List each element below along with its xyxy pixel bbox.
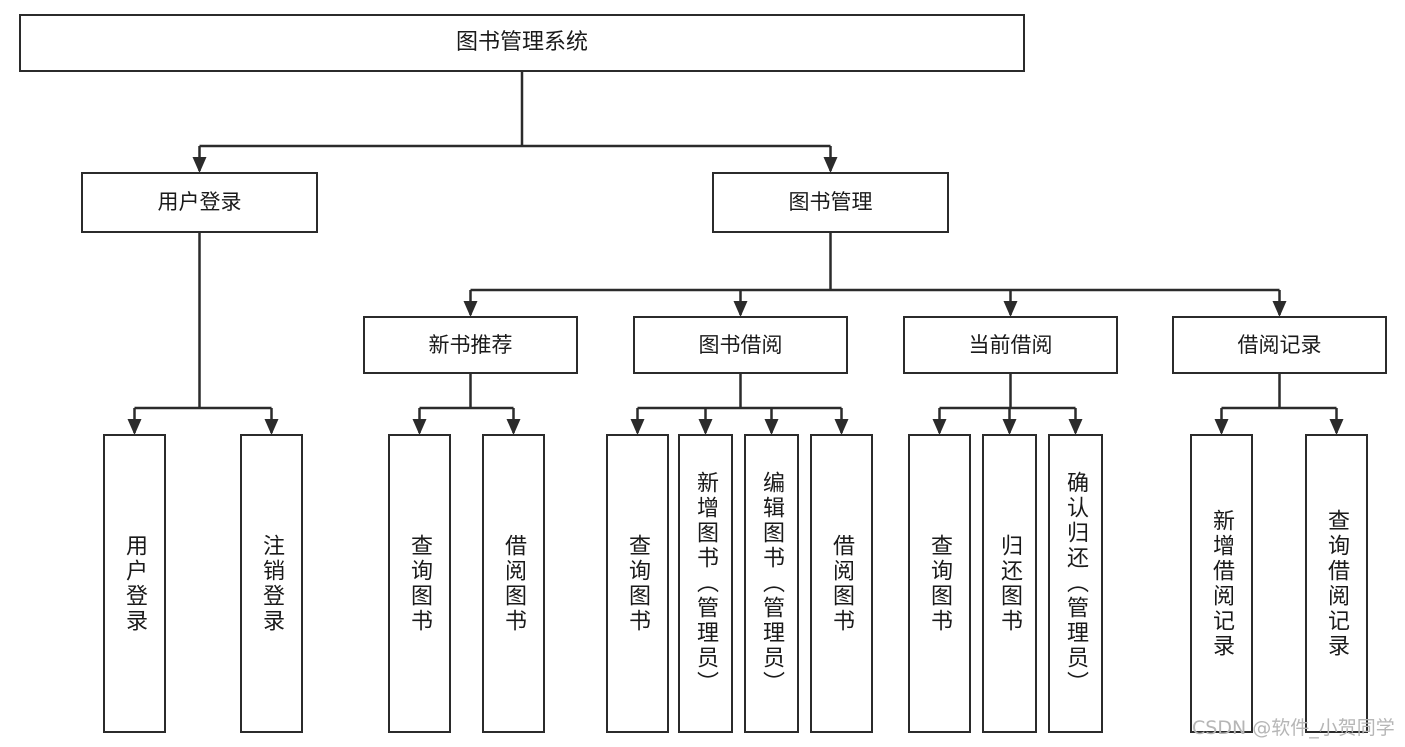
arrowhead-icon [1329, 419, 1344, 435]
node-label: 新增借阅记录 [1209, 508, 1235, 659]
node-label: 查询图书 [407, 533, 433, 634]
node-label: 图书借阅 [698, 332, 783, 357]
arrowhead-icon [412, 419, 427, 435]
node-label: 当前借阅 [968, 332, 1053, 357]
node-label: 借阅图书 [829, 533, 855, 634]
node-borrow[interactable]: 图书借阅 [633, 316, 848, 374]
arrowhead-icon [264, 419, 279, 435]
arrowhead-icon [698, 419, 713, 435]
node-leaf-user-logout[interactable]: 注销登录 [240, 434, 303, 733]
node-leaf-cu-return[interactable]: 归还图书 [982, 434, 1037, 733]
node-label: 用户登录 [122, 533, 148, 634]
node-label: 新书推荐 [428, 332, 513, 357]
node-current[interactable]: 当前借阅 [903, 316, 1118, 374]
node-label: 图书管理 [788, 190, 873, 215]
node-label: 查询图书 [927, 533, 953, 634]
node-label: 用户登录 [157, 190, 242, 215]
node-leaf-cu-confirm[interactable]: 确认归还（管理员） [1048, 434, 1103, 733]
node-newbook[interactable]: 新书推荐 [363, 316, 578, 374]
node-label: 注销登录 [259, 533, 285, 634]
node-leaf-bw-query[interactable]: 查询图书 [606, 434, 669, 733]
node-root[interactable]: 图书管理系统 [19, 14, 1025, 72]
node-label: 借阅图书 [501, 533, 527, 634]
arrowhead-icon [823, 157, 838, 173]
node-leaf-cu-query[interactable]: 查询图书 [908, 434, 971, 733]
node-leaf-rc-add[interactable]: 新增借阅记录 [1190, 434, 1253, 733]
node-label: 确认归还（管理员） [1063, 471, 1089, 696]
arrowhead-icon [1002, 419, 1017, 435]
node-label: 新增图书（管理员） [693, 471, 719, 696]
node-label: 查询借阅记录 [1324, 508, 1350, 659]
arrowhead-icon [463, 301, 478, 317]
arrowhead-icon [834, 419, 849, 435]
node-leaf-bw-borrow[interactable]: 借阅图书 [810, 434, 873, 733]
node-label: 查询图书 [625, 533, 651, 634]
node-leaf-nb-query[interactable]: 查询图书 [388, 434, 451, 733]
node-label: 编辑图书（管理员） [759, 471, 785, 696]
arrowhead-icon [192, 157, 207, 173]
node-label: 图书管理系统 [455, 30, 588, 56]
arrowhead-icon [1272, 301, 1287, 317]
arrowhead-icon [932, 419, 947, 435]
node-leaf-user-login[interactable]: 用户登录 [103, 434, 166, 733]
arrowhead-icon [764, 419, 779, 435]
arrowhead-icon [1068, 419, 1083, 435]
arrowhead-icon [127, 419, 142, 435]
arrowhead-icon [506, 419, 521, 435]
node-label: 借阅记录 [1237, 332, 1322, 357]
node-leaf-rc-query[interactable]: 查询借阅记录 [1305, 434, 1368, 733]
node-leaf-bw-edit[interactable]: 编辑图书（管理员） [744, 434, 799, 733]
arrowhead-icon [1003, 301, 1018, 317]
node-label: 归还图书 [997, 533, 1023, 634]
arrowhead-icon [733, 301, 748, 317]
node-bookmgmt[interactable]: 图书管理 [712, 172, 949, 233]
node-leaf-nb-borrow[interactable]: 借阅图书 [482, 434, 545, 733]
arrowhead-icon [1214, 419, 1229, 435]
node-records[interactable]: 借阅记录 [1172, 316, 1387, 374]
node-login[interactable]: 用户登录 [81, 172, 318, 233]
node-leaf-bw-add[interactable]: 新增图书（管理员） [678, 434, 733, 733]
arrowhead-icon [630, 419, 645, 435]
